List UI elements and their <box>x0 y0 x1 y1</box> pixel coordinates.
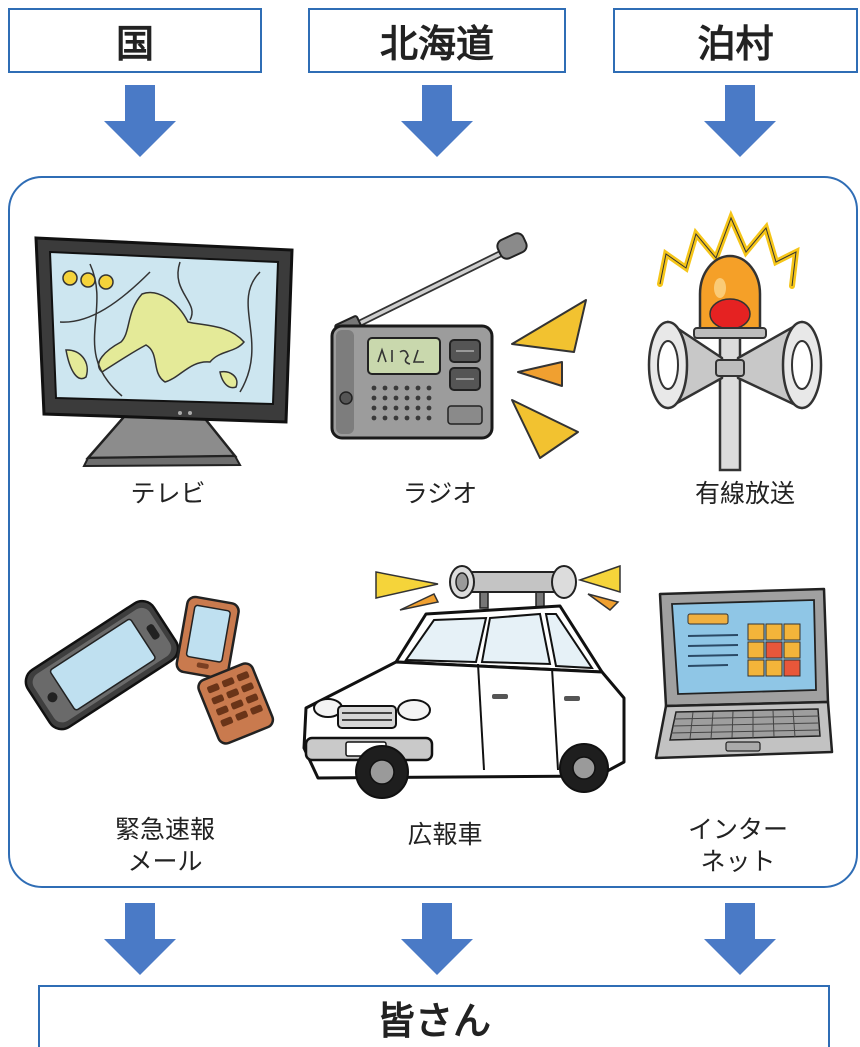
down-arrow-icon <box>401 903 473 975</box>
down-arrow-icon <box>704 903 776 975</box>
media-frame <box>8 176 858 888</box>
media-label-line: ネット <box>700 847 776 876</box>
recipient-label: 皆さん <box>376 998 491 1043</box>
recipient-box: 皆さん <box>38 985 830 1047</box>
down-arrow-icon <box>401 85 473 157</box>
media-label-line: メール <box>127 847 203 876</box>
media-label-wired-broadcast: 有線放送 <box>694 479 795 508</box>
down-arrow-icon <box>104 85 176 157</box>
laptop-icon <box>654 587 834 760</box>
media-label-pr-vehicle: 広報車 <box>407 820 483 849</box>
media-label-radio: ラジオ <box>402 479 478 508</box>
radio-icon <box>330 232 587 459</box>
media-label-internet: インター ネット <box>638 814 838 878</box>
media-label-line: インター <box>687 815 788 844</box>
source-box-village: 泊村 <box>613 8 858 73</box>
pr-car-icon <box>302 564 626 799</box>
mobile-phones-icon <box>24 595 275 745</box>
down-arrow-icon <box>704 85 776 157</box>
media-label-line: 緊急速報 <box>114 815 215 844</box>
source-box-prefecture: 北海道 <box>308 8 566 73</box>
source-label-village: 泊村 <box>697 22 774 66</box>
source-box-national: 国 <box>8 8 262 73</box>
tv-icon <box>34 236 294 468</box>
loudspeaker-siren-icon <box>647 210 823 472</box>
source-label-national: 国 <box>115 22 154 66</box>
media-label-emergency-mail: 緊急速報 メール <box>65 814 265 878</box>
down-arrow-icon <box>104 903 176 975</box>
source-label-prefecture: 北海道 <box>379 22 494 66</box>
media-label-tv: テレビ <box>130 479 206 508</box>
